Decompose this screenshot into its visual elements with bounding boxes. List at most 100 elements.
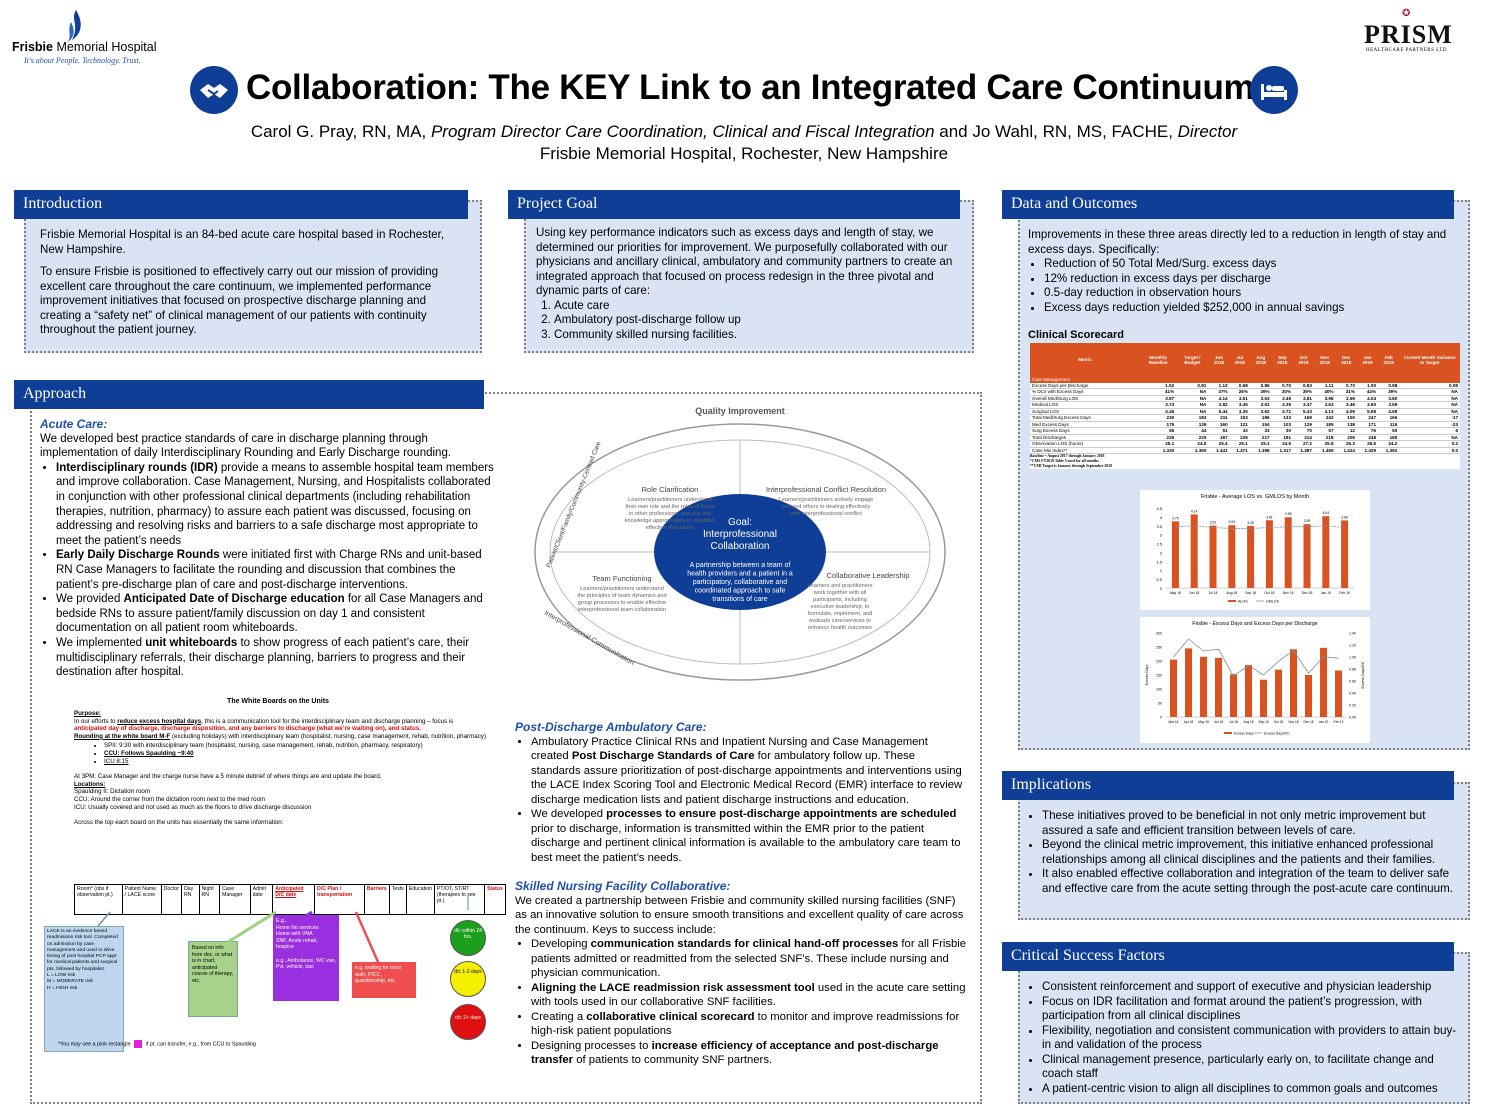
- list-item: Community skilled nursing facilities.: [554, 328, 962, 343]
- location-item: ICU: Usually covered and not used as muc…: [74, 803, 312, 811]
- table-cell: 3.62: [1260, 408, 1270, 414]
- table-cell: 0.86: [1260, 382, 1270, 388]
- purpose-red: anticipated day of discharge, discharge …: [74, 725, 421, 733]
- y-tick-label: 100: [1156, 688, 1162, 692]
- table-cell: -23: [1451, 421, 1458, 427]
- legend-label: Excess Days: [1234, 732, 1254, 736]
- y2-tick-label: 1.40: [1349, 632, 1356, 636]
- goal-ellipse: [654, 494, 826, 610]
- implications-panel: [1018, 782, 1470, 920]
- hospital-name-bold: Frisbie: [12, 40, 53, 54]
- bar: [1305, 675, 1312, 717]
- scorecard-header-cell: Target / Budget: [1184, 354, 1201, 366]
- scorecard-header-cell: Jun 2018: [1213, 354, 1225, 366]
- table-cell: 0.0: [1451, 447, 1458, 453]
- text-line: with interprofessional conflict: [789, 511, 862, 517]
- table-cell: 183: [1198, 415, 1207, 420]
- affiliation: Frisbie Memorial Hospital, Rochester, Ne…: [539, 144, 949, 163]
- scorecard-notes: Baseline = August 2017 through January 2…: [1030, 454, 1460, 469]
- table-cell: 24.5: [1282, 441, 1292, 446]
- bar: [1260, 679, 1267, 717]
- list-item: Consistent reinforcement and support of …: [1042, 980, 1464, 995]
- purpose-label: Purpose:: [74, 710, 101, 717]
- data-label: 3.75: [1172, 516, 1179, 520]
- data-label: 4.14: [1191, 509, 1198, 513]
- scorecard-header-cell: Sep 2018: [1277, 354, 1288, 366]
- table-cell: 1.429: [1364, 447, 1377, 453]
- table-cell: 230: [1166, 415, 1175, 420]
- table-cell: 24.2: [1388, 441, 1398, 446]
- table-cell: NA: [1451, 434, 1458, 440]
- text-line: Learners/practitioners understand: [580, 586, 664, 592]
- post-discharge-section: Post-Discharge Ambulatory Care: Ambulato…: [515, 720, 967, 1068]
- text-line: Learners and practitioners: [808, 583, 873, 589]
- bold-text: Interdisciplinary rounds (IDR): [56, 461, 218, 474]
- bar: [1170, 659, 1177, 717]
- list-item: It also enabled effective collaboration …: [1042, 867, 1464, 896]
- table-cell: 30%: [1281, 389, 1292, 394]
- list-item: ICU 8:15: [104, 758, 499, 766]
- y2-tick-label: 0.60: [1349, 680, 1356, 684]
- whiteboard-column: Anticipated D/C date: [272, 884, 315, 915]
- text: used in the acute care setting with tool…: [531, 981, 966, 1009]
- whiteboard-column: PT/OT, ST/RT (therapies to see pt.): [433, 884, 486, 915]
- bar: [1215, 657, 1222, 717]
- scorecard-note: **CMI Target is January through Septembe…: [1030, 464, 1112, 468]
- table-cell: Medical LOS: [1032, 402, 1059, 407]
- alos-chart-svg: Frisbie - Average LOS vs. GMLOS by Month…: [1156, 494, 1354, 604]
- list-item: Acute care: [554, 299, 962, 314]
- table-cell: 4.71: [1282, 408, 1292, 414]
- table-cell: 1.317: [1279, 447, 1292, 453]
- table-cell: 191: [1283, 434, 1292, 440]
- bar: [1335, 670, 1342, 717]
- table-cell: 30: [1285, 428, 1292, 433]
- y-tick-label: 200: [1156, 660, 1162, 664]
- scorecard-title: Clinical Scorecard: [1028, 329, 1124, 341]
- hospital-tagline: It's about People. Technology. Trust.: [24, 56, 141, 65]
- quadrant-title-team: Team Functioning: [592, 574, 651, 583]
- text-line: participatory, collaborative and: [693, 579, 788, 586]
- text-line: Interprofessional: [703, 529, 777, 540]
- bar: [1245, 664, 1252, 717]
- text: We provided: [56, 593, 124, 606]
- intro-p1: Frisbie Memorial Hospital is an 84-bed a…: [40, 228, 445, 256]
- table-cell: NA: [1451, 389, 1458, 394]
- table-cell: 1.398: [1258, 447, 1270, 453]
- table-cell: 51: [1222, 428, 1228, 433]
- table-cell: 154: [1261, 421, 1270, 427]
- text-line: Learners/practitioners actively engage: [779, 497, 874, 503]
- text-line: group processes to enable effective: [578, 600, 666, 606]
- table-cell: 3.46: [1346, 402, 1355, 407]
- scorecard-note: *CMS FY2018 Table 5 used for all months: [1030, 459, 1099, 463]
- acute-care-section: Acute Care: We developed best practice s…: [40, 417, 496, 680]
- table-cell: 3.35: [1282, 402, 1292, 407]
- authors-1: Carol G. Pray, RN, MA,: [250, 122, 431, 141]
- table-cell: 27.2: [1302, 441, 1312, 446]
- table-cell: 24.0: [1197, 441, 1207, 446]
- scorecard-header-cell: Feb 2019: [1383, 354, 1394, 366]
- list-item: Developing communication standards for c…: [531, 937, 967, 981]
- hospital-logo: Frisbie Memorial Hospital It's about Peo…: [12, 10, 172, 68]
- bar: [1303, 524, 1311, 588]
- table-cell: 185: [1389, 434, 1398, 440]
- y-tick-label: 50: [1158, 702, 1162, 706]
- text-line: work together with all: [813, 590, 867, 596]
- scorecard-header-cell: Nov 2018: [1319, 354, 1330, 366]
- project-goal-text: Using key performance indicators such as…: [536, 226, 962, 342]
- y-tick-label: 150: [1156, 674, 1162, 678]
- y2-tick-label: 0.00: [1349, 716, 1356, 720]
- bold-text: Early Daily Discharge Rounds: [56, 549, 220, 562]
- list-item: Early Daily Discharge Rounds were initia…: [56, 548, 496, 592]
- scorecard-note: Baseline = August 2017 through January 2…: [1030, 454, 1105, 458]
- table-cell: 3.35: [1238, 408, 1248, 414]
- scorecard-header-cell: Dec 2018: [1341, 354, 1352, 366]
- text-line: formulate, implement, and: [808, 611, 873, 617]
- list-item: Designing processes to increase efficien…: [531, 1039, 967, 1068]
- table-cell: 25.1: [1260, 441, 1270, 446]
- bold-text: collaborative clinical scorecard: [586, 1010, 755, 1023]
